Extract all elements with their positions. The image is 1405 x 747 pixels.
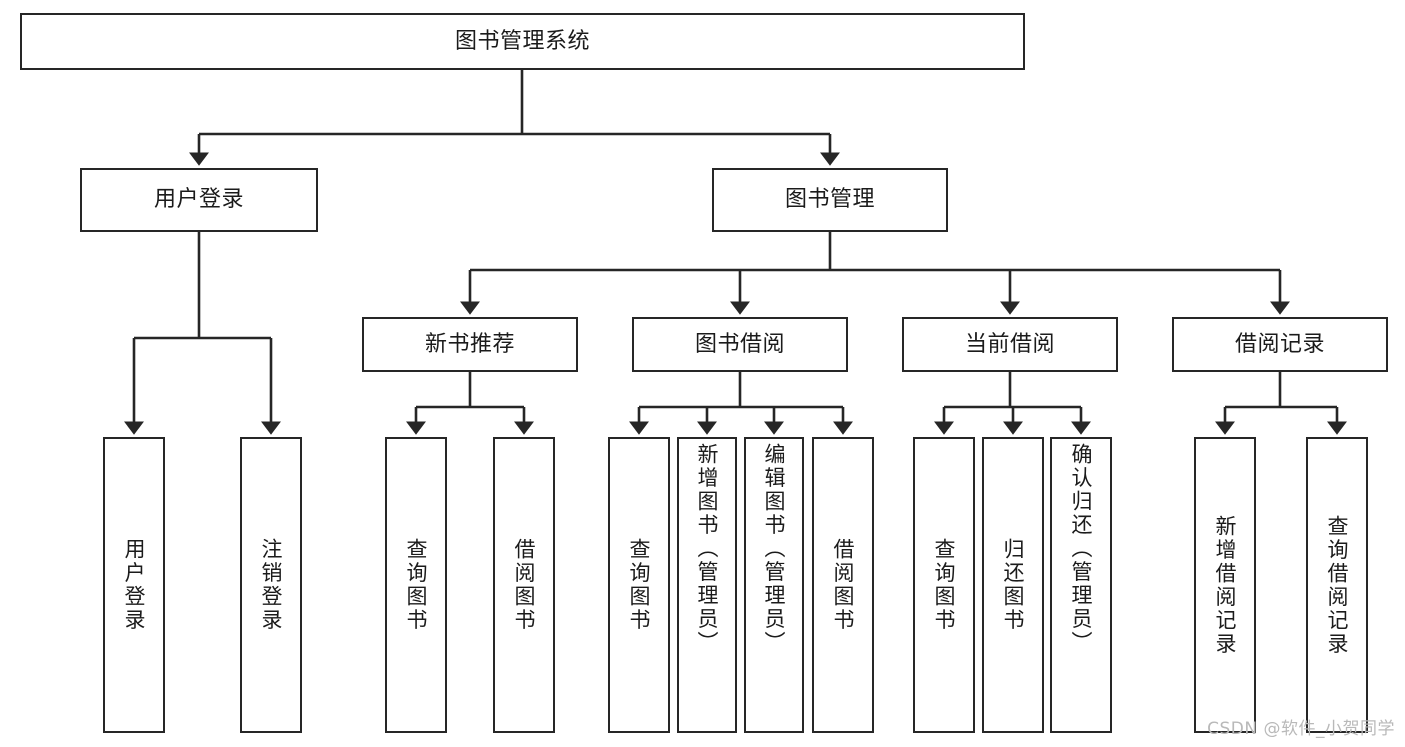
node-current-borrow-label: 当前借阅 [964,331,1055,357]
node-leaf-edit-book-label: 编辑图书（管理员） [762,443,787,655]
node-leaf-user-login[interactable]: 用户登录 [103,437,165,733]
node-leaf-confirm-return-label: 确认归还（管理员） [1069,443,1094,655]
node-book-borrow[interactable]: 图书借阅 [632,317,848,372]
node-user-login[interactable]: 用户登录 [80,168,318,232]
node-leaf-edit-book[interactable]: 编辑图书（管理员） [744,437,804,733]
node-book-management[interactable]: 图书管理 [712,168,948,232]
node-current-borrow[interactable]: 当前借阅 [902,317,1118,372]
node-leaf-borrow-book-1-label: 借阅图书 [512,538,537,632]
node-leaf-borrow-book-2[interactable]: 借阅图书 [812,437,874,733]
node-root-system[interactable]: 图书管理系统 [20,13,1025,70]
node-leaf-logout-login-label: 注销登录 [259,538,284,632]
node-leaf-add-record[interactable]: 新增借阅记录 [1194,437,1256,733]
node-leaf-logout-login[interactable]: 注销登录 [240,437,302,733]
node-leaf-query-record[interactable]: 查询借阅记录 [1306,437,1368,733]
node-leaf-borrow-book-1[interactable]: 借阅图书 [493,437,555,733]
node-leaf-query-book-3-label: 查询图书 [932,538,957,632]
node-book-management-label: 图书管理 [784,187,875,213]
node-user-login-label: 用户登录 [153,187,244,213]
node-leaf-query-record-label: 查询借阅记录 [1325,514,1350,656]
node-leaf-add-book[interactable]: 新增图书（管理员） [677,437,737,733]
node-leaf-return-book-label: 归还图书 [1001,538,1026,632]
node-leaf-confirm-return[interactable]: 确认归还（管理员） [1050,437,1112,733]
node-root-system-label: 图书管理系统 [454,28,590,54]
node-new-book-recommend[interactable]: 新书推荐 [362,317,578,372]
node-borrow-record-label: 借阅记录 [1234,331,1325,357]
node-leaf-add-record-label: 新增借阅记录 [1213,514,1238,656]
node-leaf-query-book-3[interactable]: 查询图书 [913,437,975,733]
node-new-book-recommend-label: 新书推荐 [424,331,515,357]
csdn-watermark: CSDN @软件_小贺同学 [1207,719,1395,739]
node-book-borrow-label: 图书借阅 [694,331,785,357]
node-leaf-query-book-2-label: 查询图书 [627,538,652,632]
node-leaf-query-book-2[interactable]: 查询图书 [608,437,670,733]
node-leaf-return-book[interactable]: 归还图书 [982,437,1044,733]
node-leaf-add-book-label: 新增图书（管理员） [695,443,720,655]
node-leaf-query-book-1-label: 查询图书 [404,538,429,632]
node-leaf-query-book-1[interactable]: 查询图书 [385,437,447,733]
node-leaf-user-login-label: 用户登录 [122,538,147,632]
node-leaf-borrow-book-2-label: 借阅图书 [831,538,856,632]
node-borrow-record[interactable]: 借阅记录 [1172,317,1388,372]
